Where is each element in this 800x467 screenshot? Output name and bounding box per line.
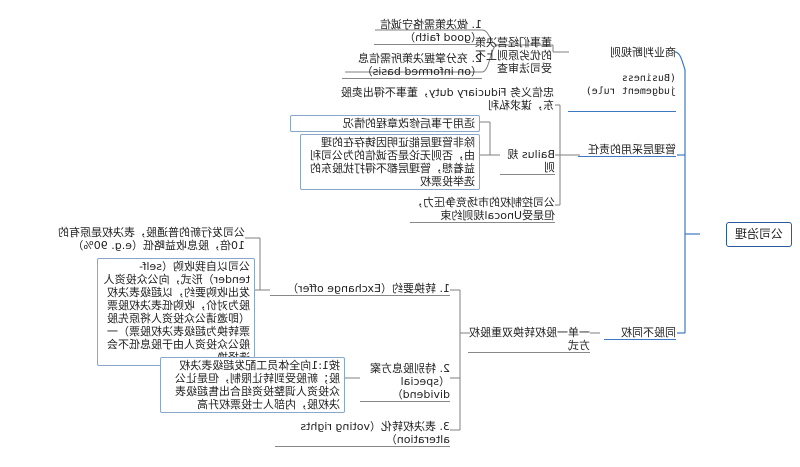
root-node[interactable]: 公司治理 (725, 222, 792, 247)
b3-voting-alteration[interactable]: 3. 表决权转化（voting rights alteration） (275, 420, 450, 447)
branch-label: 商业判断规则 (610, 46, 676, 59)
b3-dividend-detail[interactable]: 按1:1向全体员工配发超级表决权股；新股受到转让限制，但是让公众投资人调整投资组… (160, 357, 345, 413)
b3-self-tender[interactable]: 公司以自我收购（self-tender）形式，向公众投资人发出收购要约，以超级表… (97, 258, 255, 366)
b2-fiduciary[interactable]: 忠信义务 Fiduciary duty，董事不得出卖股东，谋求私利 (340, 86, 554, 112)
b2-bailus-scope[interactable]: 适用于事后修改章程的情况 (290, 115, 480, 132)
b3-special-dividend[interactable]: 2. 特别股息方案（special dividend） (360, 362, 450, 402)
b2-bailus-rule[interactable]: Bailus 规则 (500, 148, 555, 175)
branch-label-en: (Business judgement rule) (585, 73, 676, 97)
b2-bailus-condition[interactable]: 除非管理层能证明因铸存在的理由，否则无论是否诚信的为公司利益着想，管理层都不得打… (300, 134, 480, 190)
b1-rule-informed[interactable]: 2. 充分掌握决策所需信息（on informed basis） (342, 52, 482, 79)
b3-conversion-method[interactable]: 一单一股权转换双重股权方式 (468, 326, 590, 353)
b1-rule-good-faith[interactable]: 1. 做决策需恪守诚信（good faith） (374, 18, 482, 45)
b3-new-shares[interactable]: 公司发行新的普通股，表决权是原有的10倍，股息收益略低（e.g. 90%） (58, 226, 245, 252)
branch-connector-1 (674, 51, 686, 71)
branch-management-duty[interactable]: 管理层采用的责任 (578, 143, 676, 157)
b1-child1-link (375, 29, 499, 46)
b1-summary[interactable]: 董事们经营决策的优劣原则上不受司法审查 (475, 36, 552, 75)
branch-business-judgement[interactable]: 商业判断规则 (Business judgement rule) (568, 33, 676, 112)
b1-child2-link (345, 44, 499, 73)
branch-dual-class[interactable]: 同股不同权 (604, 326, 676, 340)
b2-unocal[interactable]: 公司控制权的市场竞争压力，但是受Unocal规则约束 (410, 196, 555, 223)
b3-exchange-offer[interactable]: 1. 转换要约（Exchange offer） (270, 282, 450, 296)
